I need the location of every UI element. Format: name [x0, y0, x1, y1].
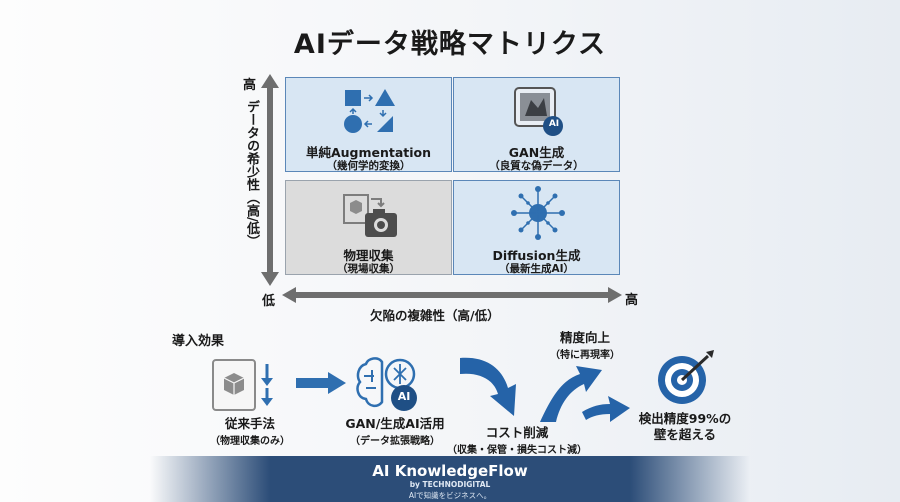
step-conventional-title: 従来手法 — [224, 416, 275, 431]
quadrant-title: 単純Augmentation — [305, 145, 432, 160]
curved-arrow-down — [460, 357, 516, 416]
page-title: AIデータ戦略マトリクス — [293, 29, 607, 60]
quadrant-title: 物理収集 — [343, 248, 394, 263]
quadrant-physical-collection: 物理収集 （現場収集） — [285, 180, 452, 275]
step-goal-title-1: 検出精度99%の — [638, 411, 732, 426]
quadrant-subtitle: （最新生成AI） — [498, 263, 575, 275]
footer-banner — [150, 456, 750, 502]
step-goal-title-2: 壁を超える — [653, 427, 717, 442]
quadrant-gan-generation: AI GAN生成 （良質な偽データ） — [453, 77, 620, 172]
shapes-transform-icon — [344, 89, 395, 133]
ai-badge: AI — [397, 390, 411, 403]
brand-by: by TECHNODIGITAL — [409, 480, 491, 489]
step-genai-subtitle: （データ拡張戦略） — [350, 436, 440, 447]
gan-image-icon — [514, 87, 563, 136]
quadrant-subtitle: （良質な偽データ） — [489, 160, 584, 172]
conventional-method-icon — [212, 359, 273, 411]
quadrant-diffusion-generation: Diffusion生成 （最新生成AI） — [453, 180, 620, 275]
quadrant-simple-augmentation: 単純Augmentation （幾何学的変換） — [285, 77, 452, 172]
brand-tagline: AIで知識をビジネスへ。 — [408, 491, 492, 500]
ai-badge: AI — [548, 119, 560, 129]
curved-arrow-up — [540, 366, 630, 422]
quadrant-subtitle: （現場収集） — [337, 263, 400, 275]
x-axis-arrow — [282, 287, 622, 303]
box-camera-icon — [343, 194, 397, 237]
quadrant-subtitle: （幾何学的変換） — [326, 160, 411, 172]
y-axis-arrow — [261, 74, 279, 286]
x-axis-high: 高 — [625, 293, 639, 308]
step-cost-title: コスト削減 — [485, 425, 549, 440]
brand-name: AI KnowledgeFlow — [372, 462, 528, 480]
flow-heading: 導入効果 — [172, 334, 225, 349]
flow-arrow — [296, 372, 346, 394]
x-axis-label: 欠陥の複雑性（高/低） — [370, 308, 500, 323]
step-accuracy-title: 精度向上 — [559, 330, 610, 345]
y-axis-label: データの希少性（高/低） — [244, 100, 259, 248]
step-genai-title: GAN/生成AI活用 — [345, 416, 445, 431]
y-axis-high: 高 — [243, 78, 257, 93]
step-cost-subtitle: （収集・保管・損失コスト減） — [447, 445, 587, 456]
brain-ai-icon — [356, 357, 417, 411]
y-axis-low: 低 — [262, 294, 276, 309]
quadrant-title: Diffusion生成 — [492, 248, 581, 263]
step-accuracy-subtitle: （特に再現率） — [550, 350, 620, 361]
diffusion-network-icon — [511, 186, 565, 240]
quadrant-title: GAN生成 — [508, 145, 565, 160]
step-conventional-subtitle: （物理収集のみ） — [210, 436, 290, 447]
target-icon — [658, 350, 714, 404]
